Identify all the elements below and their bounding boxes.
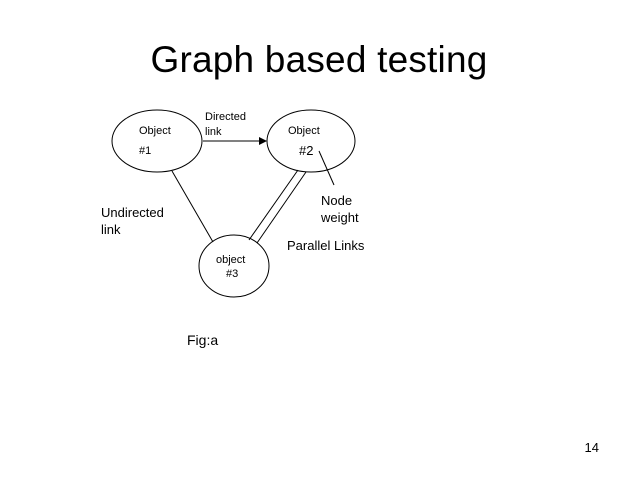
node-object1-label-line1: Object: [139, 125, 171, 137]
node-object3-label-line1: object: [216, 254, 246, 266]
directed-link-label-line1: Directed: [205, 111, 246, 123]
node-object3-ellipse: [198, 234, 270, 298]
parallel-link-line-2: [256, 171, 307, 244]
node-object2-ellipse: [266, 109, 356, 173]
undirected-link-label-line2: link: [101, 222, 121, 237]
parallel-link-line-1: [248, 169, 299, 241]
page-number: 14: [584, 440, 599, 455]
directed-link-label-line2: link: [205, 126, 222, 138]
figure-caption: Fig:a: [187, 332, 219, 348]
parallel-links-label: Parallel Links: [287, 238, 365, 253]
node-object2-label-line1: Object: [288, 125, 320, 137]
node-weight-label-line1: Node: [321, 193, 353, 208]
node-object3-label-line2: #3: [226, 268, 239, 280]
undirected-link-line: [171, 170, 214, 243]
node-weight-label-line2: weight: [321, 210, 359, 225]
undirected-link-label-line1: Undirected: [101, 205, 164, 220]
node-weight-pointer: [318, 150, 335, 186]
node-object1-label-line2: #1: [139, 145, 152, 157]
node-object1-ellipse: [111, 109, 203, 173]
slide-title: Graph based testing: [150, 39, 488, 80]
node-object2-label-line2: #2: [299, 143, 314, 158]
